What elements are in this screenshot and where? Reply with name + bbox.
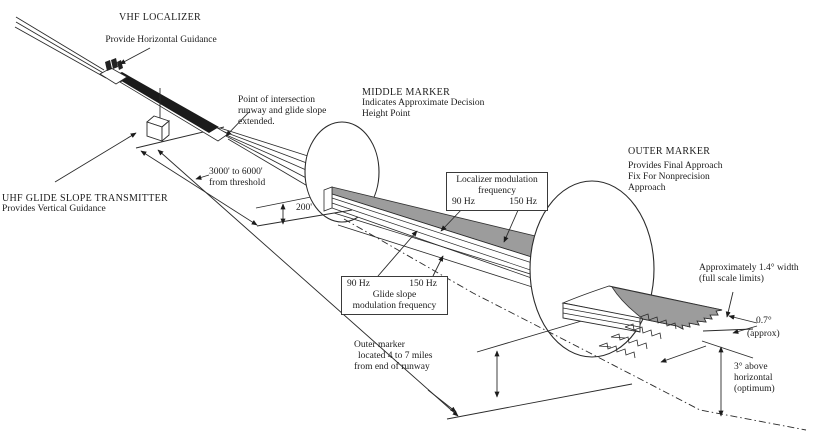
outer-marker-label: OUTER MARKER Provides Final Approach Fix… — [628, 146, 723, 193]
annotation-leaders — [54, 47, 758, 417]
localizer-antenna-element — [111, 58, 118, 69]
glideslope-90hz: 90 Hz — [347, 279, 370, 289]
leader-vhf-localizer — [119, 47, 151, 65]
localizer-modulation-box: Localizer modulation frequency 90 Hz 150… — [446, 172, 548, 211]
leader-point-of-intersection — [225, 111, 250, 137]
deg-3-above-horizontal-label: 3° above horizontal (optimum) — [734, 362, 775, 394]
leader-3000-6000 — [195, 174, 210, 180]
leader-glideslope-90hz — [377, 230, 418, 277]
beam-zigzag-ends — [598, 313, 677, 359]
localizer-90hz: 90 Hz — [452, 197, 475, 207]
glide-slope-upper-line — [333, 212, 557, 283]
localizer-antenna-element — [117, 60, 123, 70]
altitude-200ft-label: 200' — [296, 203, 312, 213]
leader-localizer-90hz — [440, 207, 464, 232]
glideslope-150hz: 150 Hz — [409, 279, 437, 289]
distance-threshold-label: 3000' to 6000' from threshold — [209, 167, 266, 188]
leader-width-1-4deg — [725, 291, 734, 318]
point-of-intersection-label: Point of intersection runway and glide s… — [238, 95, 327, 127]
deg-0-7-approx-label: (approx) — [747, 329, 780, 339]
width-1-4deg-label: Approximately 1.4° width (full scale lim… — [699, 263, 799, 284]
ground-reference-lines — [256, 203, 807, 431]
leader-outer-marker-distance — [427, 389, 457, 413]
uhf-glide-slope-label: UHF GLIDE SLOPE TRANSMITTER Provides Ver… — [2, 193, 168, 214]
leader-localizer-150hz — [503, 207, 520, 243]
arrow-glide-path — [660, 345, 707, 363]
beam-fan-lines — [219, 127, 317, 209]
localizer-back-course-lines — [14, 16, 107, 79]
middle-marker-label: MIDDLE MARKER Indicates Approximate Deci… — [362, 87, 485, 119]
outer-beam-slab — [561, 285, 723, 359]
vhf-localizer-subtitle: Provide Horizontal Guidance — [105, 35, 217, 45]
leader-uhf-transmitter — [54, 132, 137, 183]
leader-glideslope-150hz — [432, 255, 444, 277]
localizer-antenna-element — [105, 60, 112, 71]
glide-slope-transmitter — [146, 88, 170, 142]
extended-centerline-dashdot — [343, 218, 807, 431]
glide-slope-modulation-box: 90 Hz 150 Hz Glide slope modulation freq… — [341, 276, 448, 315]
beam-end-face — [323, 186, 333, 212]
arrow-outer-marker-distance — [157, 149, 459, 417]
vhf-localizer-title: VHF LOCALIZER — [119, 12, 201, 23]
localizer-150hz: 150 Hz — [509, 197, 537, 207]
outer-slab-gray-top — [611, 286, 723, 330]
arrow-0-7deg-upper — [728, 314, 758, 324]
runway-strip — [113, 72, 219, 133]
outer-marker-distance-label: Outer marker located 4 to 7 miles from e… — [354, 340, 433, 372]
deg-0-7-label: 0.7° — [756, 316, 772, 326]
